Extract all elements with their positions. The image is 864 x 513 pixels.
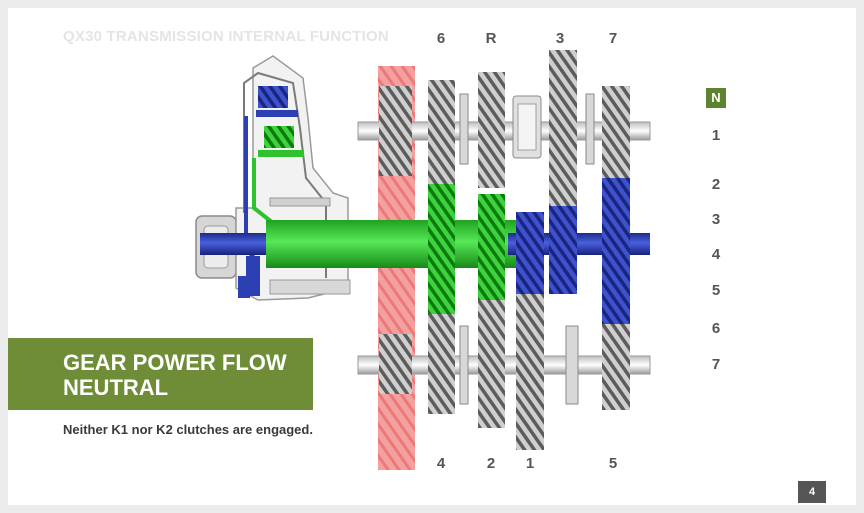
gear-label-bottom-1: 1 [525, 455, 535, 472]
gear-label-bottom-2: 2 [486, 455, 496, 472]
title-banner [8, 338, 313, 410]
gear-label-top-r: R [485, 30, 497, 47]
banner-title: GEAR POWER FLOW NEUTRAL [63, 350, 287, 400]
green-gears [428, 184, 505, 314]
speed-item-3: 3 [711, 211, 721, 228]
slide-title: QX30 TRANSMISSION INTERNAL FUNCTION [63, 28, 389, 45]
gear-label-bottom-5: 5 [608, 455, 618, 472]
speed-item-6: 6 [711, 320, 721, 337]
speed-item-2: 2 [711, 176, 721, 193]
slide: QX30 TRANSMISSION INTERNAL FUNCTION 6 R … [8, 8, 856, 505]
gear-label-top-3: 3 [555, 30, 565, 47]
page-number: 4 [798, 481, 826, 503]
lower-gears [379, 294, 630, 450]
speed-item-5: 5 [711, 282, 721, 299]
selected-gear-badge: N [706, 88, 726, 108]
upper-gears [379, 50, 630, 206]
gear-label-top-6: 6 [436, 30, 446, 47]
blue-gears [516, 178, 630, 324]
slide-subtitle: Neither K1 nor K2 clutches are engaged. [63, 422, 313, 437]
speed-item-7: 7 [711, 356, 721, 373]
speed-item-4: 4 [711, 246, 721, 263]
gear-label-top-7: 7 [608, 30, 618, 47]
transmission-diagram [195, 50, 651, 470]
speed-item-1: 1 [711, 127, 721, 144]
gear-label-bottom-4: 4 [436, 455, 446, 472]
